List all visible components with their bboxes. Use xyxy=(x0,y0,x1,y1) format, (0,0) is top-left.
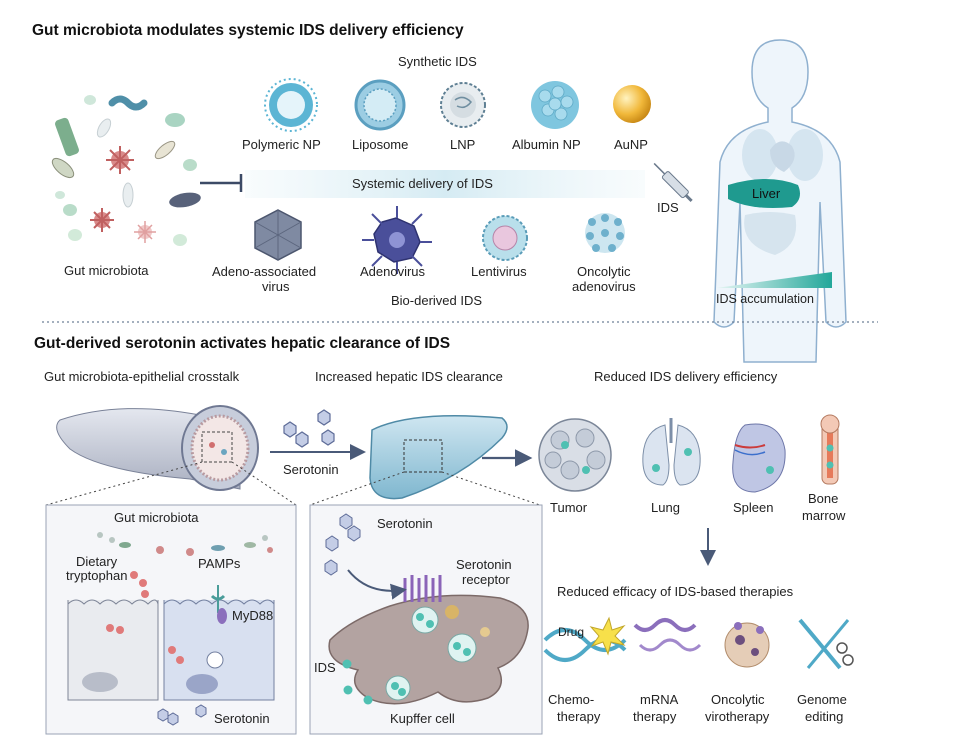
adenovirus-icon xyxy=(362,206,432,274)
polymeric-np-icon xyxy=(264,78,318,132)
mid-serotonin-label: Serotonin xyxy=(377,516,433,531)
col-efficiency-header: Reduced IDS delivery efficiency xyxy=(594,369,778,384)
gut-microbiota-illustration xyxy=(51,95,201,246)
efficacy-header: Reduced efficacy of IDS-based therapies xyxy=(557,584,794,599)
col-clearance-header: Increased hepatic IDS clearance xyxy=(315,369,503,384)
chemo-label-line1: Chemo- xyxy=(548,692,595,707)
tryptophan-molecules xyxy=(106,571,184,664)
bottom-title: Gut-derived serotonin activates hepatic … xyxy=(34,335,451,352)
ids-accumulation-label: IDS accumulation xyxy=(716,292,814,306)
liver-illustration xyxy=(369,415,508,500)
synthetic-ids-header: Synthetic IDS xyxy=(398,54,477,69)
label-polymeric-np: Polymeric NP xyxy=(242,137,321,152)
label-aav-line2: virus xyxy=(262,279,290,294)
serotonin-arrow-label: Serotonin xyxy=(283,462,339,477)
chemo-label-line2: therapy xyxy=(557,709,601,724)
bone-marrow-icon xyxy=(820,414,840,485)
microbiota-small xyxy=(97,532,273,556)
syringe-icon xyxy=(653,162,693,202)
panel-gut-microbiota-label: Gut microbiota xyxy=(114,510,199,525)
oncolytic-adenovirus-icon xyxy=(585,213,625,253)
label-lung: Lung xyxy=(651,500,680,515)
liposome-icon xyxy=(354,79,406,131)
lung-icon xyxy=(642,418,701,486)
kupffer-cell-label: Kupffer cell xyxy=(390,711,455,726)
liver-label: Liver xyxy=(752,186,781,201)
label-adenovirus: Adenovirus xyxy=(360,264,426,279)
systemic-delivery-label: Systemic delivery of IDS xyxy=(352,176,493,191)
ids-label: IDS xyxy=(657,200,679,215)
epithelial-cells xyxy=(67,599,275,701)
systemic-delivery-band xyxy=(245,170,645,198)
aunp-icon xyxy=(613,85,651,123)
serotonin-mid xyxy=(324,513,361,576)
oncolytic-virotherapy-icon xyxy=(724,622,770,668)
bio-derived-ids-header: Bio-derived IDS xyxy=(391,293,483,308)
label-oncolytic-line2: adenovirus xyxy=(572,279,636,294)
col-crosstalk-header: Gut microbiota-epithelial crosstalk xyxy=(44,369,240,384)
tumor-icon xyxy=(538,418,612,492)
ids-particles xyxy=(342,659,373,705)
label-marrow: marrow xyxy=(802,508,846,523)
human-body-illustration xyxy=(713,39,847,363)
pamps-label: PAMPs xyxy=(198,556,241,571)
label-spleen: Spleen xyxy=(733,500,774,515)
serotonin-molecules xyxy=(283,409,335,448)
panel-serotonin-label: Serotonin xyxy=(214,711,270,726)
label-tumor: Tumor xyxy=(550,500,588,515)
myd88-receptor xyxy=(210,585,227,624)
lnp-icon xyxy=(440,82,486,128)
ids-accumulation-gradient xyxy=(716,272,832,288)
albumin-np-icon xyxy=(531,81,579,129)
inhibition-arrow xyxy=(200,174,243,192)
label-albumin-np: Albumin NP xyxy=(512,137,581,152)
intestine-illustration xyxy=(56,405,259,491)
serotonin-release xyxy=(157,704,207,726)
chemotherapy-icon xyxy=(543,616,627,662)
receptor-label-line2: receptor xyxy=(462,572,510,587)
mrna-label-line2: therapy xyxy=(633,709,677,724)
adeno-associated-virus-icon xyxy=(254,209,302,261)
drug-label: Drug xyxy=(558,625,585,639)
spleen-icon xyxy=(732,423,786,493)
mid-ids-label: IDS xyxy=(314,660,336,675)
label-aunp: AuNP xyxy=(614,137,648,152)
label-lnp: LNP xyxy=(450,137,476,152)
top-title: Gut microbiota modulates systemic IDS de… xyxy=(32,22,464,39)
mrna-therapy-icon xyxy=(633,618,702,652)
label-liposome: Liposome xyxy=(352,137,409,152)
dietary-label: Dietary xyxy=(76,554,118,569)
oncolytic-therapy-line2: virotherapy xyxy=(705,709,770,724)
gut-microbiota-label: Gut microbiota xyxy=(64,263,149,278)
genome-label-line1: Genome xyxy=(797,692,847,707)
label-oncolytic-line1: Oncolytic xyxy=(577,264,631,279)
myd88-label: MyD88 xyxy=(232,608,274,623)
genome-label-line2: editing xyxy=(805,709,844,724)
tryptophan-label: tryptophan xyxy=(66,568,128,583)
mrna-label-line1: mRNA xyxy=(640,692,679,707)
label-lentivirus: Lentivirus xyxy=(471,264,527,279)
genome-editing-icon xyxy=(798,618,854,670)
receptor-label-line1: Serotonin xyxy=(456,557,512,572)
label-aav-line1: Adeno-associated xyxy=(212,264,317,279)
lentivirus-icon xyxy=(482,215,528,261)
label-bone: Bone xyxy=(808,491,839,506)
oncolytic-therapy-line1: Oncolytic xyxy=(711,692,765,707)
kupffer-cell xyxy=(328,594,529,705)
